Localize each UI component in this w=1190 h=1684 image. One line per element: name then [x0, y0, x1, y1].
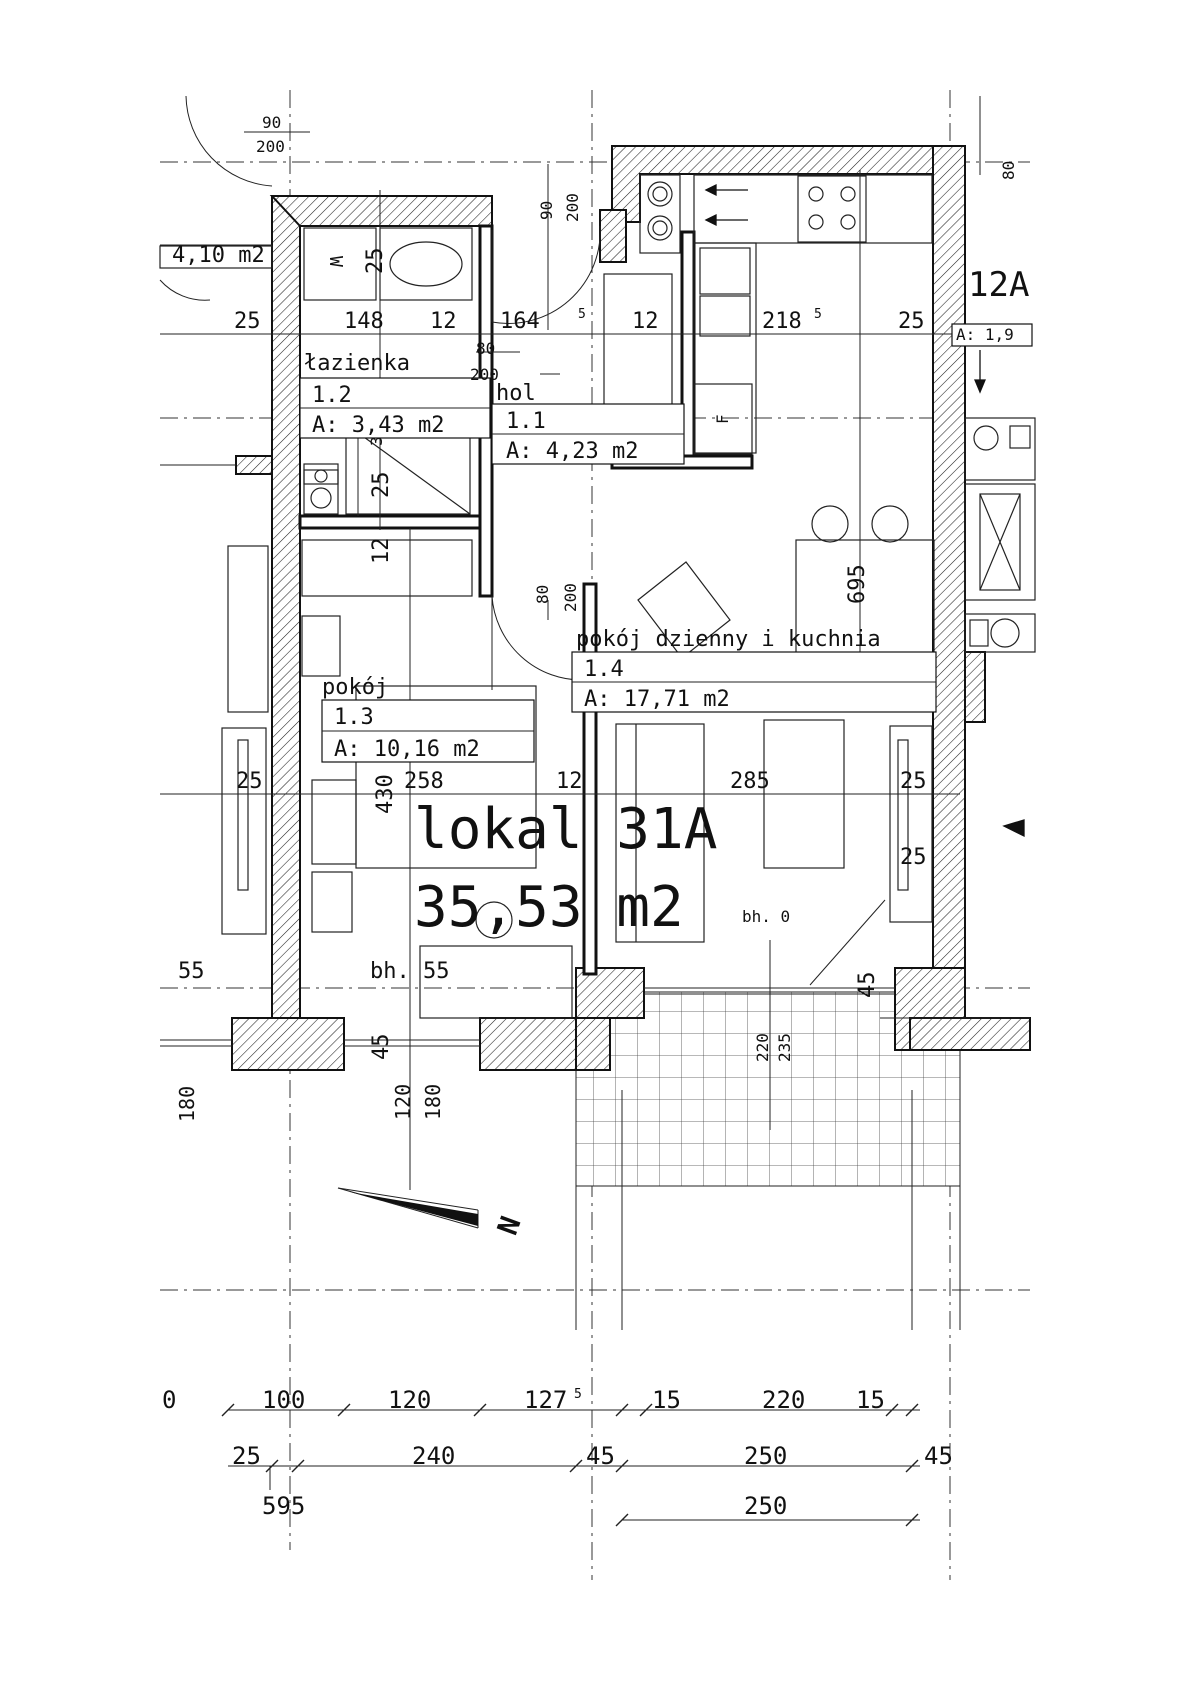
walls: [231, 145, 1031, 1071]
door-bed-width: 80: [533, 585, 552, 604]
dimension-lines: [160, 131, 960, 1527]
room-1-2-name: łazienka: [304, 351, 410, 376]
room-labels: [299, 323, 1033, 763]
dim-b2-4: 250: [744, 1442, 787, 1470]
dim-b1-3: 120: [388, 1386, 431, 1414]
dim-mid-6: 25: [900, 845, 927, 870]
dim-mid-5: 25: [900, 769, 927, 794]
dim-mid-1: 25: [236, 769, 263, 794]
dim-v-220: 220: [753, 1033, 772, 1062]
dim-b1-5: 15: [652, 1386, 681, 1414]
room-1-4-name: pokój dzienny i kuchnia: [576, 627, 881, 652]
dim-b1-6: 220: [762, 1386, 805, 1414]
unit-name: lokal 31A: [414, 797, 717, 862]
dim-b3-2: 250: [744, 1492, 787, 1520]
door-right-top: 80: [999, 161, 1018, 180]
dim-mid-3: 12: [556, 769, 583, 794]
room-1-4-number: 1.4: [584, 657, 624, 682]
neighbour-right-number: 12A: [968, 265, 1029, 305]
dim-b1-4: 127: [524, 1386, 567, 1414]
room-1-3-name: pokój: [322, 675, 388, 700]
room-1-1-number: 1.1: [506, 409, 546, 434]
dim-b1-4-sup: 5: [574, 1387, 582, 1402]
dim-b1-1: 0: [162, 1386, 176, 1414]
dim-b2-2: 240: [412, 1442, 455, 1470]
room-1-2-number: 1.2: [312, 383, 352, 408]
dim-top-6-sup: 5: [814, 307, 822, 322]
dim-b1-7: 15: [856, 1386, 885, 1414]
neighbour-left-area: 4,10 m2: [172, 243, 265, 268]
dim-v-bed-12: 12: [369, 538, 394, 565]
dim-b2-3: 45: [586, 1442, 615, 1470]
dim-mid-2: 258: [404, 769, 444, 794]
dim-v-sill-45-left: 45: [369, 1034, 394, 1061]
fridge-symbol: F: [713, 414, 732, 424]
dim-v-bath-25: 25: [363, 248, 388, 275]
furniture: [159, 174, 1036, 1019]
dim-top-5: 12: [632, 309, 659, 334]
room-1-1-area: A: 4,23 m2: [506, 439, 638, 464]
dim-b2-5: 45: [924, 1442, 953, 1470]
neighbour-right-area: A: 1,9: [956, 325, 1014, 344]
dim-v-kitchen-695: 695: [845, 564, 870, 604]
north-arrow: [337, 1187, 479, 1229]
sill-bed: bh. 55: [370, 959, 449, 984]
door-bed-height: 200: [561, 583, 580, 612]
dim-v-shower-25: 25: [369, 472, 394, 499]
dim-v-120: 120: [391, 1084, 415, 1120]
door-bath-height: 200: [470, 365, 499, 384]
dim-top-6: 218: [762, 309, 802, 334]
room-1-3-area: A: 10,16 m2: [334, 737, 480, 762]
room-1-2-area: A: 3,43 m2: [312, 413, 444, 438]
room-1-3-number: 1.3: [334, 705, 374, 730]
door-top-mid-height: 200: [563, 193, 582, 222]
dim-mid-4: 285: [730, 769, 770, 794]
dim-top-3: 12: [430, 309, 457, 334]
vent-arrows: [704, 183, 1025, 838]
door-bath-width: 80: [476, 339, 495, 358]
door-top-left-width: 90: [262, 113, 281, 132]
dim-v-235: 235: [775, 1033, 794, 1062]
dim-top-1: 25: [234, 309, 261, 334]
door-top-mid-width: 90: [537, 201, 556, 220]
door-swings: [159, 95, 981, 986]
dim-v-left-180: 180: [175, 1086, 199, 1122]
dim-b3-1: 595: [262, 1492, 305, 1520]
sill-left: 55: [178, 959, 205, 984]
dim-v-180: 180: [421, 1084, 445, 1120]
room-1-1-name: hol: [496, 381, 536, 406]
dim-top-7: 25: [898, 309, 925, 334]
dim-v-sill-45-right: 45: [855, 972, 880, 999]
north-symbol: N: [491, 1212, 528, 1239]
dim-top-4: 164: [500, 309, 540, 334]
dim-b2-1: 25: [232, 1442, 261, 1470]
room-1-4-area: A: 17,71 m2: [584, 687, 730, 712]
washer-symbol: W: [325, 256, 346, 267]
unit-area: 35,53 m2: [414, 875, 684, 940]
dim-v-bed-430: 430: [373, 774, 398, 814]
door-top-left-height: 200: [256, 137, 285, 156]
dim-top-4-sup: 5: [578, 307, 586, 322]
dim-v-shower-3: 3: [367, 436, 386, 446]
windows: [160, 244, 1030, 1047]
labels-text: hol 1.1 A: 4,23 m2 łazienka 1.2 A: 3,43 …: [162, 113, 1029, 1520]
sill-balcony: bh. 0: [742, 907, 790, 926]
dim-b1-2: 100: [262, 1386, 305, 1414]
dim-top-2: 148: [344, 309, 384, 334]
